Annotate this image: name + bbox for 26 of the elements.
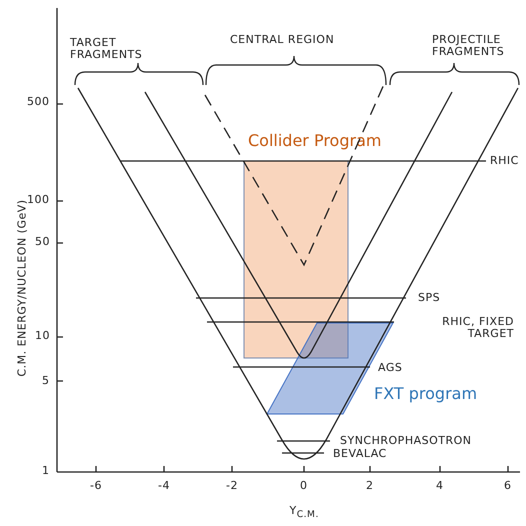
tick-label: 5 bbox=[42, 375, 50, 387]
tick-label: 1 bbox=[42, 465, 50, 477]
tick-label: 500 bbox=[27, 96, 50, 108]
tick-label: 0 bbox=[300, 480, 308, 492]
tick-label: 4 bbox=[436, 480, 444, 492]
tick-label: -6 bbox=[90, 480, 102, 492]
tick-label: -2 bbox=[226, 480, 238, 492]
accelerator-label: RHIC, FIXED TARGET bbox=[441, 316, 514, 340]
tick-label: 6 bbox=[504, 480, 512, 492]
accelerator-label: AGS bbox=[378, 362, 402, 374]
program-label: FXT program bbox=[374, 385, 478, 403]
program-label: Collider Program bbox=[248, 132, 382, 150]
region-label: PROJECTILE FRAGMENTS bbox=[432, 34, 506, 58]
accelerator-label: SPS bbox=[418, 292, 440, 304]
axis-title: C.M. ENERGY/NUCLEON (GeV) bbox=[16, 199, 28, 377]
tick-label: 10 bbox=[35, 330, 50, 342]
region-label: TARGET FRAGMENTS bbox=[70, 37, 144, 61]
region-label: CENTRAL REGION bbox=[230, 34, 334, 46]
tick-label: -4 bbox=[158, 480, 170, 492]
axis-title: Y$_{C.M.}$ bbox=[290, 505, 319, 522]
accelerator-label: RHIC bbox=[490, 155, 519, 167]
accelerator-label: SYNCHROPHASOTRON bbox=[340, 435, 472, 447]
accelerator-label: BEVALAC bbox=[333, 448, 387, 460]
tick-label: 100 bbox=[27, 194, 50, 206]
tick-label: 50 bbox=[35, 236, 50, 248]
tick-label: 2 bbox=[366, 480, 374, 492]
